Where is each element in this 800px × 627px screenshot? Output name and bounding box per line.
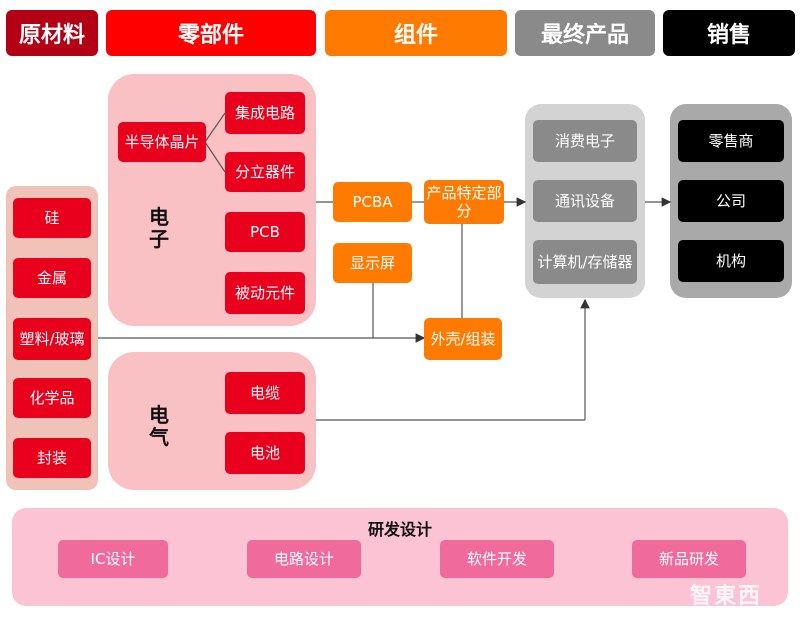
passive-components: 被动元件: [225, 272, 305, 314]
product-specific-part: 产品特定部分: [424, 180, 504, 224]
header-raw-materials: 原材料: [6, 10, 98, 56]
cable: 电缆: [225, 372, 305, 414]
electrical-label: 电气: [149, 403, 169, 449]
header-components: 组件: [325, 10, 507, 56]
line-semi-discrete: [204, 141, 226, 173]
electronics-label: 电子: [149, 205, 169, 251]
raw-item-plastic-glass: 塑料/玻璃: [13, 318, 91, 360]
rd-new-product-development: 新品研发: [632, 540, 746, 578]
line-semi-ic: [204, 112, 226, 143]
semiconductor-wafer: 半导体晶片: [118, 122, 206, 162]
raw-item-silicon: 硅: [13, 198, 91, 238]
raw-item-packaging: 封装: [13, 438, 91, 478]
header-final-products: 最终产品: [515, 10, 655, 56]
rd-title: 研发设计: [367, 520, 432, 539]
final-communication-equipment: 通讯设备: [533, 180, 637, 222]
pcb: PCB: [225, 212, 305, 252]
header-sales: 销售: [663, 10, 795, 56]
raw-item-metal: 金属: [13, 258, 91, 298]
watermark-logo: 智東西: [690, 584, 763, 609]
sales-retailer: 零售商: [678, 120, 784, 162]
rd-ic-design: IC设计: [58, 540, 168, 578]
sales-institution: 机构: [678, 240, 784, 282]
battery: 电池: [225, 432, 305, 474]
sales-company: 公司: [678, 180, 784, 222]
rd-circuit-design: 电路设计: [247, 540, 361, 578]
rd-software-development: 软件开发: [440, 540, 554, 578]
header-parts: 零部件: [106, 10, 316, 56]
final-consumer-electronics: 消费电子: [533, 120, 637, 162]
display-screen: 显示屏: [333, 243, 412, 283]
housing-assembly: 外壳/组装: [424, 318, 502, 360]
final-computer-storage: 计算机/存储器: [533, 240, 637, 284]
raw-item-chemicals: 化学品: [13, 378, 91, 418]
pcba: PCBA: [333, 182, 412, 222]
integrated-circuit: 集成电路: [225, 92, 305, 134]
discrete-devices: 分立器件: [225, 152, 305, 192]
